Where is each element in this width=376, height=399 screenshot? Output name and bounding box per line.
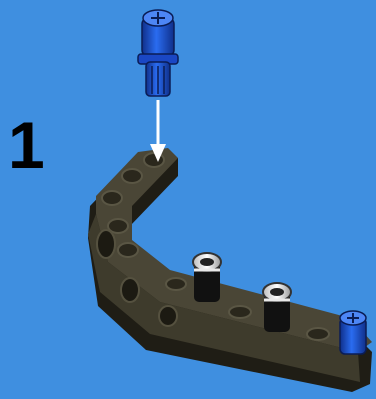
blue-axle-pin-icon (340, 311, 366, 354)
liftarm-beam-icon (88, 148, 372, 392)
black-friction-pin-icon (193, 253, 221, 302)
black-friction-pin-icon (263, 283, 291, 332)
blue-axle-pin-icon (138, 10, 178, 96)
